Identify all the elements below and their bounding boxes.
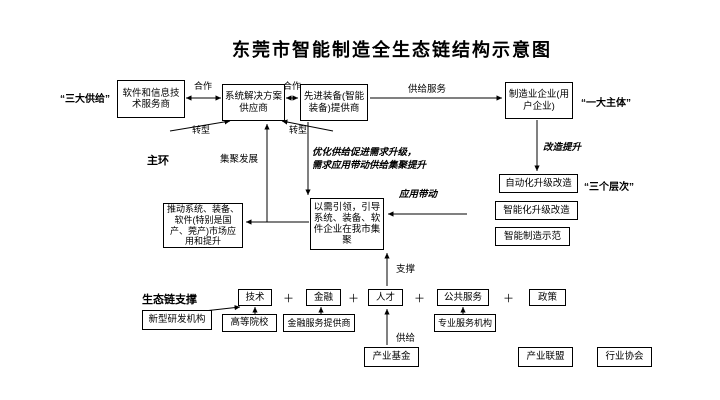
- node-auto-upgrade: 自动化升级改造: [499, 174, 578, 193]
- node-professional-service: 专业服务机构: [434, 314, 496, 332]
- label-support: 支撑: [396, 264, 416, 275]
- label-eco-support: 生态链支撑: [142, 294, 197, 306]
- node-industry-fund: 产业基金: [364, 347, 419, 367]
- label-optimize-note: 优化供给促进需求升级， 需求应用带动供给集聚提升: [312, 147, 427, 172]
- label-three-levels: “三个层次”: [584, 182, 634, 193]
- node-industry-alliance: 产业联盟: [518, 347, 573, 367]
- node-tech: 技术: [238, 289, 272, 306]
- node-finance: 金融: [306, 289, 341, 306]
- node-public-service: 公共服务: [437, 289, 489, 306]
- node-research-institute: 新型研发机构: [142, 310, 212, 330]
- node-college: 高等院校: [222, 314, 277, 332]
- node-promote-apply: 推动系统、装备、软件(特别是国产、莞产)市场应用和提升: [163, 203, 243, 248]
- label-transform-1: 转型: [192, 125, 211, 135]
- node-system-solution: 系统解决方案供应商: [222, 84, 285, 121]
- label-cooperate-2: 合作: [283, 81, 302, 91]
- node-smart-demo: 智能制造示范: [495, 227, 570, 246]
- node-industry-association: 行业协会: [597, 347, 652, 367]
- plus-sign-2: ＋: [348, 293, 359, 305]
- label-transform-2: 转型: [289, 125, 308, 135]
- plus-sign-1: ＋: [283, 293, 294, 305]
- page-title: 东莞市智能制造全生态链结构示意图: [232, 40, 552, 60]
- label-supply: 供给: [396, 333, 416, 344]
- node-talent: 人才: [368, 289, 403, 306]
- label-supply-service: 供给服务: [408, 84, 447, 95]
- label-main-ring: 主环: [147, 155, 169, 167]
- node-manufacturer: 制造业企业(用户企业): [505, 82, 573, 119]
- node-smart-upgrade: 智能化升级改造: [495, 201, 578, 220]
- label-three-supplies: “三大供给”: [60, 94, 110, 105]
- plus-sign-3: ＋: [414, 293, 425, 305]
- label-one-subject: “一大主体”: [581, 98, 631, 109]
- node-advanced-equipment: 先进装备(智能装备)提供商: [300, 84, 368, 121]
- label-cluster-develop: 集聚发展: [220, 154, 259, 165]
- label-upgrade-promote: 改造提升: [543, 142, 582, 153]
- label-cooperate-1: 合作: [194, 81, 213, 91]
- node-policy: 政策: [529, 289, 566, 306]
- node-finance-provider: 金融服务提供商: [283, 314, 355, 332]
- arrow-transform-1: [169, 119, 231, 132]
- label-app-drive: 应用带动: [399, 189, 438, 200]
- node-software-provider: 软件和信息技术服务商: [117, 80, 185, 118]
- node-demand-lead: 以需引领，引导系统、装备、软件企业在我市集聚: [310, 198, 384, 250]
- plus-sign-4: ＋: [503, 293, 514, 305]
